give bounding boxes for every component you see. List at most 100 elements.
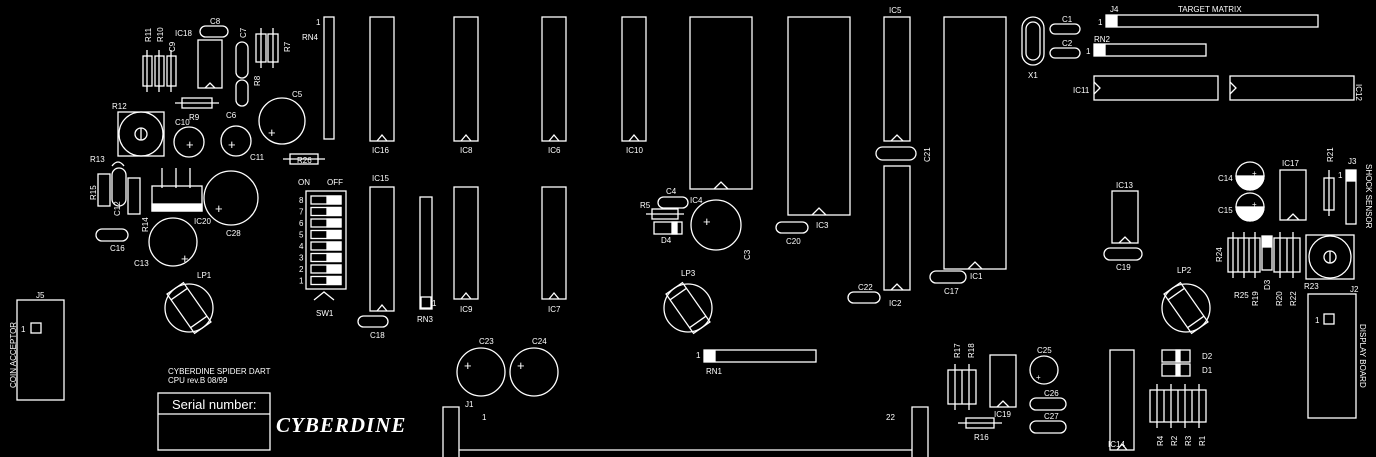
serial-number-box [157,392,271,451]
label-c27: C27 [1044,412,1059,421]
label-r12: R12 [112,102,127,111]
plus-marker-c5: + [268,125,276,140]
label-c9: C9 [168,41,177,52]
label-ic16: IC16 [372,146,389,155]
resistor-network-rn4 [323,16,335,140]
connector-j1-left [442,406,460,457]
ic9-outline [453,186,479,300]
label-c17: C17 [944,287,959,296]
ic6-outline [541,16,567,142]
label-r5: R5 [640,201,651,210]
ic18-outline [197,39,223,89]
capacitor-c15-fill [1235,206,1265,222]
capacitor-c21 [875,146,917,161]
resistor-pack-r11-r10 [142,50,177,92]
capacitor-c1 [1049,23,1081,35]
capacitor-c12-body [111,167,127,207]
diode-d4 [653,221,683,235]
resistor-network-rn1 [703,349,817,363]
label-d1: D1 [1202,366,1213,375]
rn3-pin1-label: 1 [432,299,437,308]
label-d2: D2 [1202,352,1213,361]
dip-switch-number: 5 [299,231,304,240]
rn2-pin1-label: 1 [1086,47,1091,56]
label-ic5: IC5 [889,6,902,15]
ic2-outline [883,165,911,291]
diode-d1-band [1175,363,1181,377]
label-shock-sensor: SHOCK SENSOR [1364,164,1373,229]
label-c7: C7 [239,27,248,38]
label-ic15: IC15 [372,174,389,183]
rn4-pin1-label: 1 [316,18,321,27]
capacitor-c20 [775,221,809,234]
plus-marker-c25: + [1036,373,1041,382]
serial-number-label: Serial number: [172,397,257,412]
resistor-r15 [97,173,111,207]
dip-switch-number: 3 [299,254,304,263]
dip-switch-number: 2 [299,265,304,274]
label-ic19: IC19 [994,410,1011,419]
dip-switch-sw1 [305,190,347,290]
dip-switch-knob [326,264,342,274]
label-c26: C26 [1044,389,1059,398]
diode-d2-band [1175,349,1181,363]
capacitor-c10 [173,126,205,158]
label-sw1: SW1 [316,309,334,318]
lamp-lp3 [663,283,713,333]
label-r23: R23 [1304,282,1319,291]
label-rn2: RN2 [1094,35,1111,44]
label-c8: C8 [210,17,221,26]
resistor-r14 [127,177,141,215]
j4-pin1-label: 1 [1098,18,1103,27]
label-r19: R19 [1251,291,1260,306]
label-r2: R2 [1170,435,1179,446]
capacitor-c14-fill [1235,175,1265,191]
crystal-x1-inner [1025,21,1041,61]
dip-switch-knob [326,241,342,251]
label-ic20: IC20 [194,217,211,226]
label-d3: D3 [1263,279,1272,290]
label-c19: C19 [1116,263,1131,272]
label-r8: R8 [253,75,262,86]
ic1-outline [943,16,1007,270]
trace-r13 [111,161,125,167]
ic17-outline [1279,169,1307,221]
rn3-pin1-pad [420,296,432,309]
dip-switch-number: 8 [299,196,304,205]
capacitor-c23 [456,347,506,397]
label-r13: R13 [90,155,105,164]
label-ic6: IC6 [548,146,561,155]
label-r1: R1 [1198,435,1207,446]
lamp-lp1 [164,283,214,333]
label-j5: J5 [36,291,45,300]
label-j4: J4 [1110,5,1119,14]
rn1-pin1-label: 1 [696,351,701,360]
dip-switch-number: 6 [299,219,304,228]
crystal-x1 [1021,16,1045,66]
connector-j3 [1345,169,1357,225]
label-ic3: IC3 [816,221,829,230]
plus-marker-c15: + [1252,200,1257,209]
plus-marker-c10: + [186,137,194,152]
j3-pin1-label: 1 [1338,171,1343,180]
capacitor-c27 [1029,420,1067,434]
lamp-lp2 [1161,283,1211,333]
j5-pin1-label: 1 [21,325,26,334]
resistor-bank-r24-r22 [1227,232,1301,278]
label-ic4: IC4 [690,196,703,205]
label-j1: J1 [465,400,474,409]
label-j3: J3 [1348,157,1357,166]
plus-marker-c3: + [703,214,711,229]
rn2-pin1-pad [1094,44,1106,56]
capacitor-c26 [1029,397,1067,411]
label-r25: R25 [1234,291,1249,300]
label-c18: C18 [370,331,385,340]
plus-marker-c28: + [215,201,223,216]
label-r10: R10 [156,27,165,42]
ic3-outline [787,16,851,216]
label-sw-off: OFF [327,178,343,187]
label-r9: R9 [189,113,200,122]
diode-d4-band [671,221,678,235]
label-ic9: IC9 [460,305,473,314]
label-c20: C20 [786,237,801,246]
